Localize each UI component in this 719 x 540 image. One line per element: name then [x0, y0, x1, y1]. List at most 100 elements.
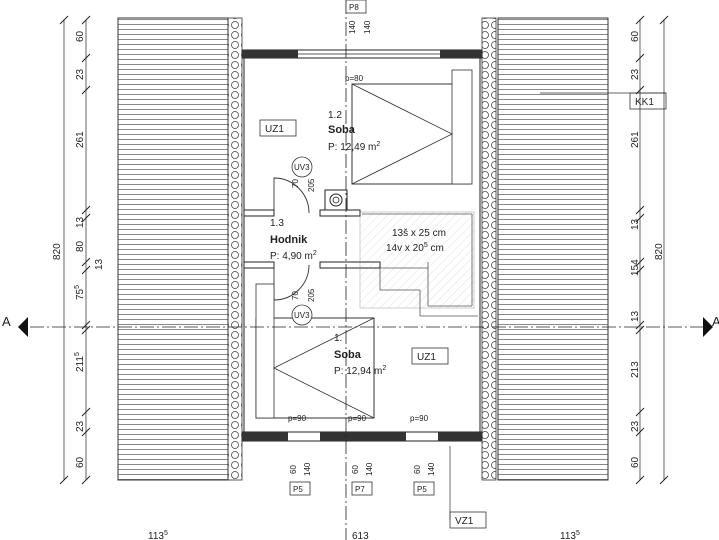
insulation-right: [481, 17, 497, 481]
tag-p5-left-box: [289, 481, 311, 496]
dim-right-total: 820: [654, 243, 665, 260]
dim-left-seg-1: 23: [75, 68, 86, 80]
opening-door-bot-a: 70: [291, 291, 300, 300]
opening-bottom-p-mid: p=90: [348, 414, 367, 423]
tag-p5-right: P5: [417, 485, 427, 494]
room-upper-number: 1.2: [328, 110, 342, 121]
stair-spec-2: 14v x 205 cm: [386, 242, 444, 254]
opening-top-w2: 140: [363, 20, 372, 34]
tag-uv3-bottom: UV3: [294, 311, 310, 320]
tag-vz1: VZ1: [455, 516, 474, 527]
opening-door-top-b: 205: [307, 178, 316, 192]
dim-right-seg-3: 13: [630, 218, 641, 230]
section-label-right: A: [712, 314, 719, 329]
stair-spec-1: 13š x 25 cm: [392, 228, 446, 239]
dimension-tick: [635, 407, 645, 417]
dim-left-seg-0: 60: [75, 30, 86, 42]
opening-bot-r-b: 140: [427, 462, 436, 476]
opening-bot-m-b: 140: [365, 462, 374, 476]
room-hall-number: 1.3: [270, 218, 284, 229]
dim-left-seg-8: 23: [75, 420, 86, 432]
section-label-left: A: [2, 314, 11, 329]
dimension-tick: [81, 427, 91, 437]
dimension-tick: [59, 15, 69, 25]
dim-bottom-right: 1135: [560, 530, 580, 540]
room-hall-name: Hodnik: [270, 234, 308, 246]
room-hall-area: P: 4,90 m2: [270, 250, 317, 262]
tag-p5-left: P5: [293, 485, 303, 494]
dimension-tick: [659, 15, 669, 25]
dim-right-seg-6: 213: [630, 361, 641, 378]
dim-left-seg-5: 13: [94, 258, 105, 270]
wall-hall-bottom: [243, 261, 275, 269]
dimension-tick: [81, 325, 91, 335]
dimension-tick: [81, 213, 91, 223]
tag-uz1-top: UZ1: [265, 124, 284, 135]
section-marker-right: [703, 317, 713, 337]
dimension-tick: [59, 475, 69, 485]
tag-p8: P8: [349, 3, 359, 12]
dimension-tick: [659, 475, 669, 485]
opening-bot-m-a: 60: [351, 465, 360, 474]
tag-uz1-bottom-box: [411, 347, 449, 365]
opening-top-p: p=80: [345, 74, 364, 83]
room-lower-name: Soba: [334, 349, 362, 361]
dimension-tick: [635, 85, 645, 95]
dimension-tick: [81, 53, 91, 63]
dimension-tick: [81, 205, 91, 215]
dim-right-seg-1: 23: [630, 68, 641, 80]
dim-right-seg-0: 60: [630, 30, 641, 42]
dimension-tick: [635, 427, 645, 437]
dimension-tick: [635, 320, 645, 330]
dimension-tick: [81, 85, 91, 95]
roof-right: [497, 17, 609, 481]
dimension-tick: [635, 265, 645, 275]
dim-right-seg-4: 154: [630, 259, 641, 276]
tag-uz1-bottom: UZ1: [417, 352, 436, 363]
dim-left-seg-6: 755: [74, 285, 86, 300]
room-upper-area: P: 12,49 m2: [328, 141, 380, 153]
tag-p5-right-box: [413, 481, 435, 496]
dimension-tick: [81, 407, 91, 417]
dimension-tick: [635, 15, 645, 25]
opening-door-bot-b: 205: [307, 288, 316, 302]
dimension-tick: [635, 205, 645, 215]
tag-p7: P7: [355, 485, 365, 494]
dimension-tick: [635, 325, 645, 335]
tag-p8-box: [345, 0, 367, 14]
dimension-tick: [635, 213, 645, 223]
opening-bot-l-b: 140: [303, 462, 312, 476]
insulation-left: [227, 17, 243, 481]
bed-lower: [255, 317, 375, 419]
tag-uz1-top-box: [259, 119, 297, 137]
room-lower-number: 1.: [334, 333, 342, 344]
dimension-tick: [635, 257, 645, 267]
opening-door-top-a: 70: [291, 179, 300, 188]
dim-left-seg-9: 60: [75, 456, 86, 468]
tag-uv3-bottom-circle: [291, 304, 313, 326]
bed-upper: [351, 83, 471, 185]
dim-left-seg-7: 2115: [74, 352, 86, 372]
chimney-box: [324, 189, 348, 211]
dimension-tick: [635, 53, 645, 63]
dimension-tick: [81, 475, 91, 485]
dim-right-seg-5: 13: [630, 310, 641, 322]
tag-kk1: KK1: [635, 97, 654, 108]
dim-bottom-left: 1135: [148, 530, 168, 540]
tag-uv3-top-circle: [291, 156, 313, 178]
tag-uv3-top: UV3: [294, 163, 310, 172]
dimension-tick: [635, 475, 645, 485]
door-swing-bottom: [273, 264, 310, 301]
staircase: [359, 211, 478, 317]
dim-left-seg-3: 13: [75, 216, 86, 228]
opening-top-w1: 140: [348, 20, 357, 34]
dim-right-seg-2: 261: [630, 131, 641, 148]
dim-left-seg-4: 80: [75, 240, 86, 252]
opening-bottom-p-left: p=90: [288, 414, 307, 423]
dimension-tick: [81, 320, 91, 330]
room-lower-area: P: 12,94 m2: [334, 365, 386, 377]
opening-bot-l-a: 60: [289, 465, 298, 474]
opening-bot-r-a: 60: [413, 465, 422, 474]
section-marker-left: [18, 317, 28, 337]
